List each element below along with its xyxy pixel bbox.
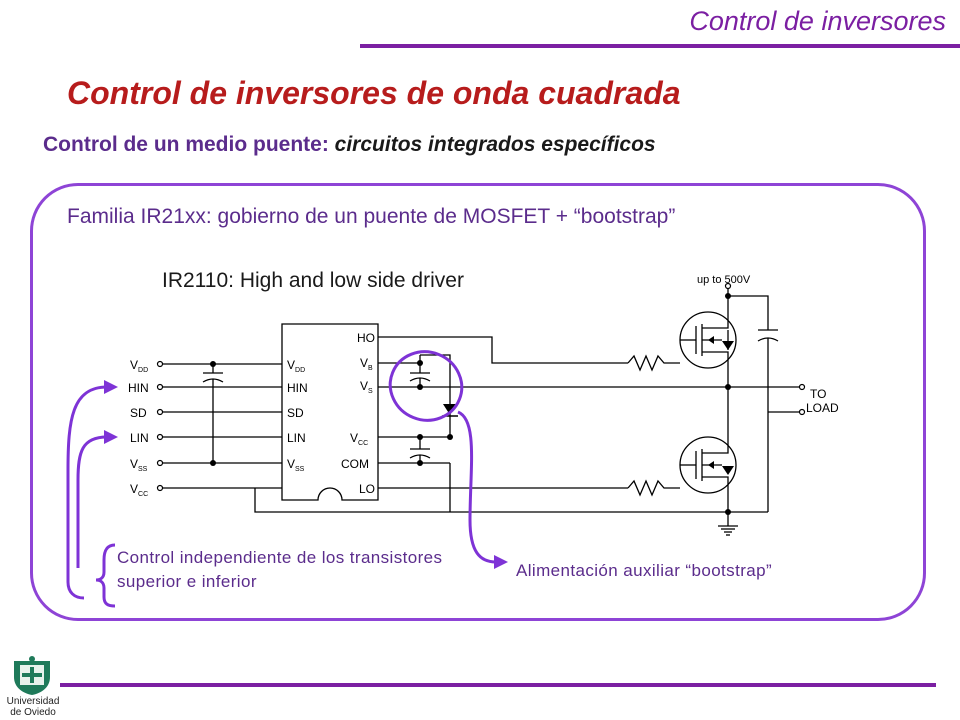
ext-pin-vcc: VCC [130, 482, 148, 498]
ext-pin-sd: SD [130, 406, 147, 420]
ic-pin-lin: LIN [287, 431, 306, 445]
note-independent-control: Control independiente de los transistore… [117, 548, 443, 591]
subtitle-lead: Control de un medio puente: [43, 133, 329, 156]
family-text: Familia IR21xx: gobierno de un puente de… [67, 205, 676, 228]
supply-label: up to 500V [697, 274, 751, 286]
ic-caption: IR2110: High and low side driver [162, 269, 464, 292]
logo-line-2: de Oviedo [10, 707, 56, 718]
output-label-to: TO [810, 387, 826, 401]
hin-annotation-arrow [66, 385, 108, 600]
ic-pin-vss: VSS [287, 457, 305, 473]
header-title: Control de inversores [689, 6, 946, 36]
output-label-load: LOAD [806, 401, 839, 415]
ic-pin-vs: VS [360, 379, 373, 395]
header-divider [360, 44, 960, 48]
ic-pin-ho: HO [357, 331, 375, 345]
ic-pin-vcc: VCC [350, 431, 368, 447]
content-panel [30, 183, 926, 621]
ext-pin-vss: VSS [130, 457, 148, 473]
left-note-brace [95, 543, 116, 608]
ic-pin-com: COM [341, 457, 369, 471]
ext-pin-hin: HIN [128, 381, 149, 395]
university-logo-text: Universidad de Oviedo [4, 696, 62, 718]
logo-line-1: Universidad [6, 696, 60, 707]
ic-body [281, 323, 379, 501]
ic-pin-hin: HIN [287, 381, 308, 395]
lin-annotation-arrow [76, 435, 108, 568]
university-logo [14, 656, 50, 695]
ext-pin-vdd: VDD [130, 358, 148, 374]
ic-pin-sd: SD [287, 406, 304, 420]
slide-title: Control de inversores de onda cuadrada [67, 75, 681, 111]
bootstrap-annotation-arrow [457, 410, 497, 564]
bootstrap-highlight-ellipse [388, 350, 464, 422]
footer-divider [60, 683, 936, 687]
slide-subtitle: Control de un medio puente: circuitos in… [43, 133, 656, 157]
ic-pin-vb: VB [360, 356, 373, 372]
ext-pin-lin: LIN [130, 431, 149, 445]
ic-pin-lo: LO [359, 482, 375, 496]
ic-pin-vdd: VDD [287, 358, 305, 374]
note-bootstrap-supply: Alimentación auxiliar “bootstrap” [516, 561, 773, 580]
subtitle-rest: circuitos integrados específicos [334, 133, 656, 156]
